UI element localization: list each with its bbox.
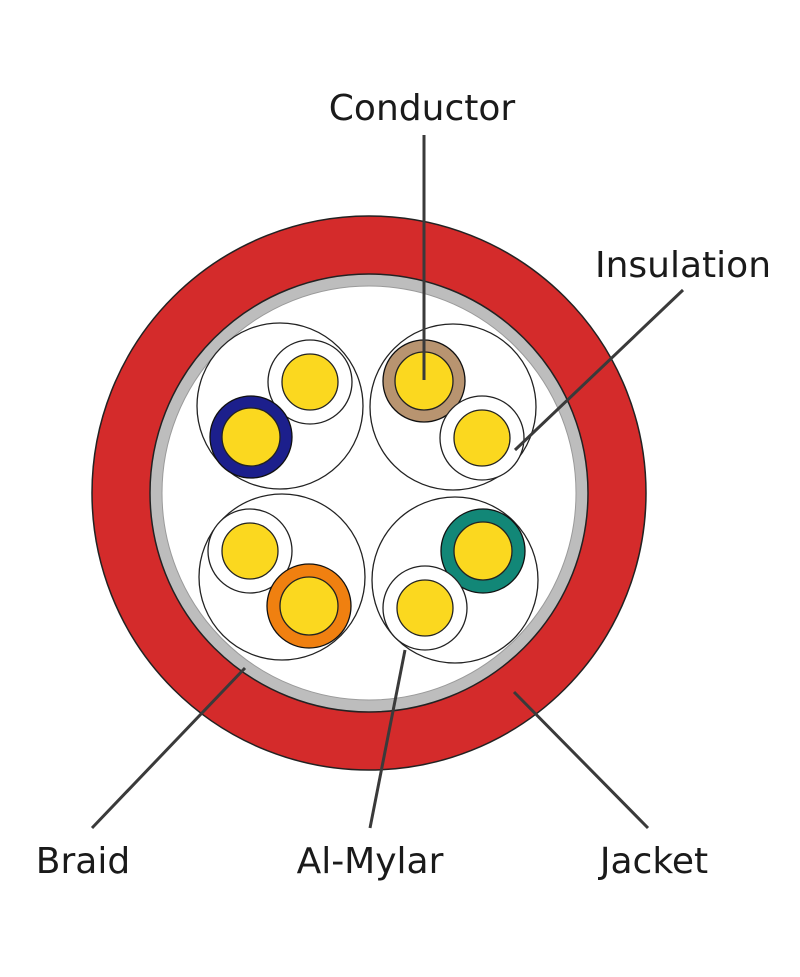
insulation-label: Insulation bbox=[595, 245, 771, 286]
al-mylar-label: Al-Mylar bbox=[297, 841, 444, 882]
pair-bottom-left bbox=[198, 493, 366, 661]
conductor-core bbox=[453, 521, 513, 581]
pair-top-left bbox=[196, 322, 364, 490]
braid-leader-line bbox=[90, 666, 247, 830]
conductor-core bbox=[453, 409, 511, 467]
pair-bottom-right bbox=[371, 496, 539, 664]
conductor-core bbox=[279, 576, 339, 636]
conductor-core bbox=[221, 407, 281, 467]
conductor-core bbox=[281, 353, 339, 411]
conductor-core bbox=[221, 522, 279, 580]
conductor-core bbox=[396, 579, 454, 637]
jacket-label: Jacket bbox=[598, 841, 708, 882]
pair-top-right bbox=[369, 323, 537, 491]
al-mylar-leader-line bbox=[368, 649, 407, 829]
conductor-label: Conductor bbox=[329, 88, 516, 129]
insulation-leader-line bbox=[513, 288, 685, 452]
braid-label: Braid bbox=[36, 841, 130, 882]
jacket-leader-line bbox=[512, 690, 650, 830]
